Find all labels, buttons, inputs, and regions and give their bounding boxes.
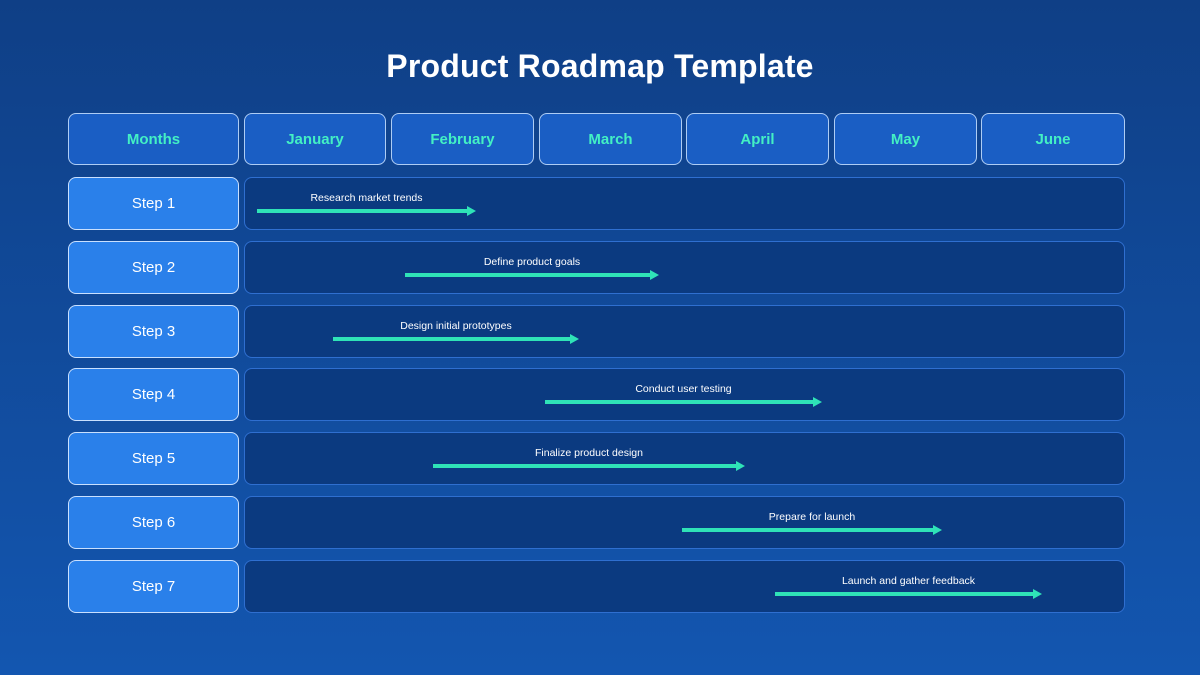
month-header-may: May [834, 113, 977, 165]
step-label: Step 2 [68, 241, 239, 294]
step-label: Step 6 [68, 496, 239, 549]
task-label: Define product goals [483, 256, 581, 268]
step-label: Step 3 [68, 305, 239, 358]
month-header-june: June [981, 113, 1125, 165]
step-label: Step 4 [68, 368, 239, 421]
arrow-line [433, 464, 737, 468]
month-header-april: April [686, 113, 829, 165]
step-track: Conduct user testing [244, 368, 1125, 421]
task-arrow: Finalize product design [433, 433, 745, 486]
arrow-head-icon [1033, 589, 1042, 599]
task-label: Launch and gather feedback [841, 575, 976, 587]
arrow-line [333, 337, 571, 341]
arrow-line [257, 209, 468, 213]
step-label: Step 5 [68, 432, 239, 485]
task-label: Conduct user testing [635, 383, 732, 395]
task-arrow: Launch and gather feedback [775, 561, 1042, 614]
arrow-line [682, 528, 934, 532]
arrow-line [775, 592, 1034, 596]
step-track: Prepare for launch [244, 496, 1125, 549]
month-header-february: February [391, 113, 534, 165]
step-track: Define product goals [244, 241, 1125, 294]
task-arrow: Define product goals [405, 242, 659, 295]
task-arrow: Conduct user testing [545, 369, 822, 422]
arrow-head-icon [933, 525, 942, 535]
step-label: Step 7 [68, 560, 239, 613]
month-header-march: March [539, 113, 682, 165]
arrow-line [545, 400, 814, 404]
step-track: Finalize product design [244, 432, 1125, 485]
task-label: Design initial prototypes [400, 320, 512, 332]
arrow-line [405, 273, 651, 277]
step-track: Launch and gather feedback [244, 560, 1125, 613]
arrow-head-icon [467, 206, 476, 216]
month-header-january: January [244, 113, 386, 165]
task-arrow: Research market trends [257, 178, 476, 231]
task-label: Research market trends [310, 192, 423, 204]
task-label: Prepare for launch [768, 511, 856, 523]
page-title: Product Roadmap Template [386, 48, 814, 84]
task-arrow: Prepare for launch [682, 497, 942, 550]
arrow-head-icon [813, 397, 822, 407]
step-label: Step 1 [68, 177, 239, 230]
task-label: Finalize product design [535, 447, 643, 459]
arrow-head-icon [650, 270, 659, 280]
months-header: Months [68, 113, 239, 165]
step-track: Research market trends [244, 177, 1125, 230]
arrow-head-icon [736, 461, 745, 471]
task-arrow: Design initial prototypes [333, 306, 579, 359]
arrow-head-icon [570, 334, 579, 344]
step-track: Design initial prototypes [244, 305, 1125, 358]
